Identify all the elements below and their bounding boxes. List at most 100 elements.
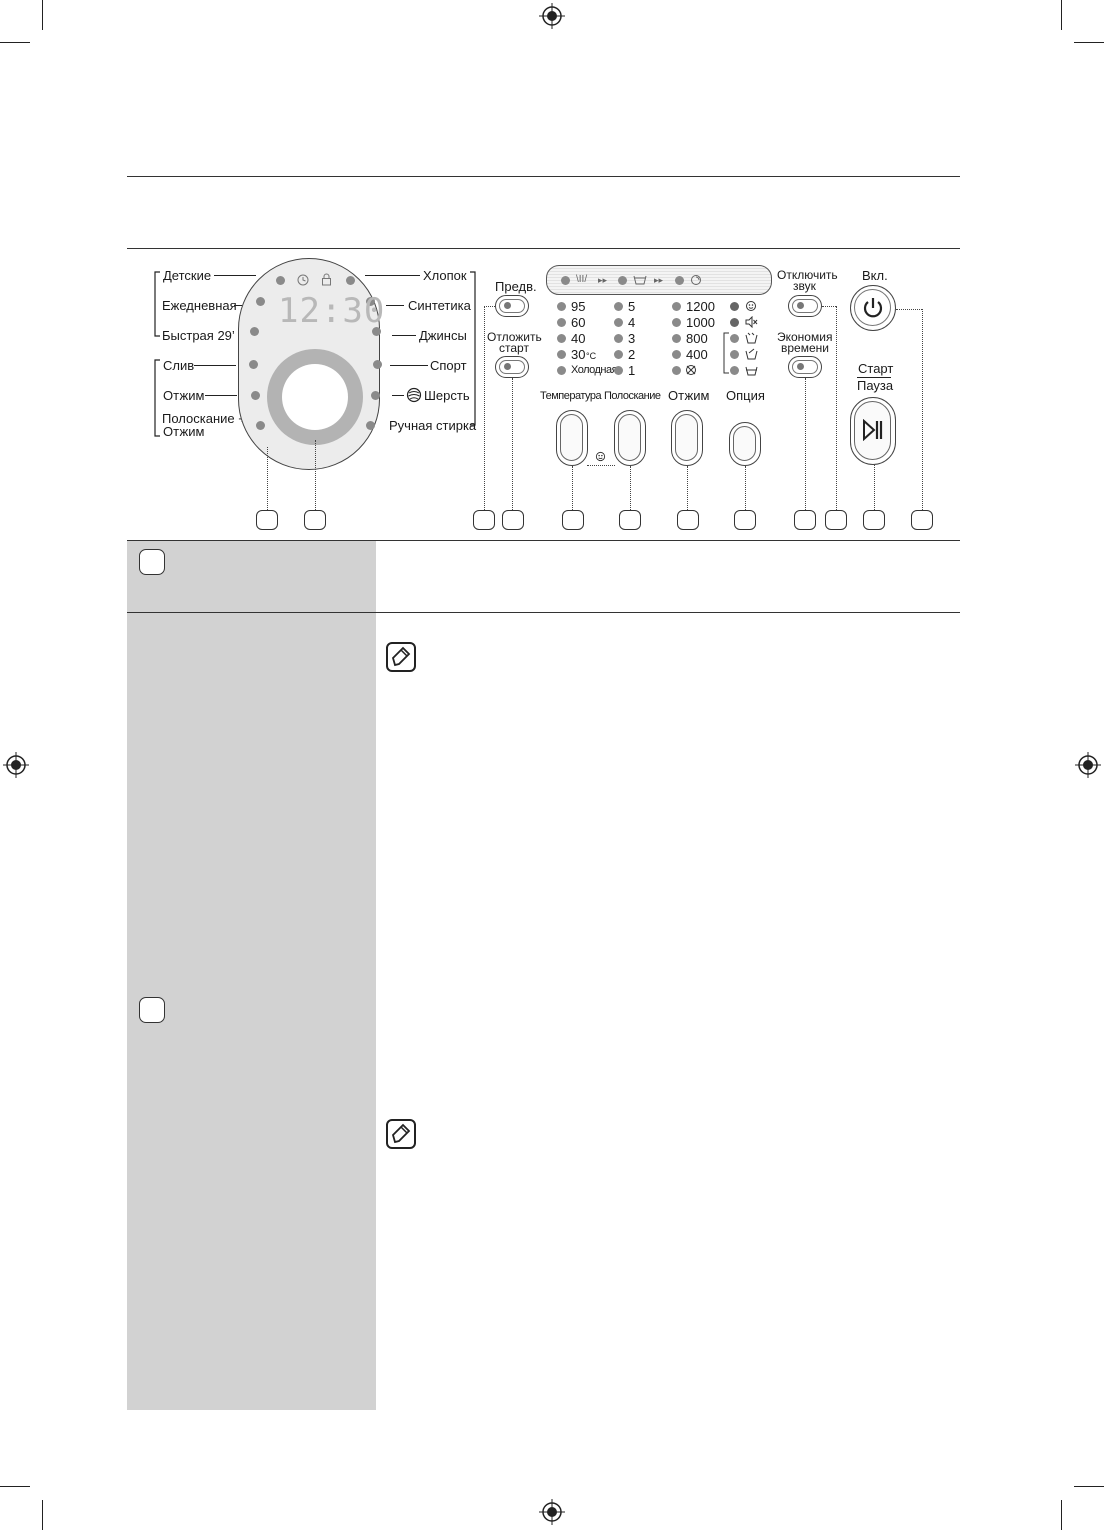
temp-value-40: 40	[571, 331, 586, 346]
registration-mark-icon	[539, 1499, 565, 1525]
program-led	[371, 391, 380, 400]
option-led	[730, 366, 739, 375]
program-led	[276, 276, 285, 285]
temperature-label: Температура	[540, 390, 602, 402]
program-label-wool: Шерсть	[424, 388, 470, 403]
power-icon	[863, 298, 883, 318]
note-icon	[386, 642, 416, 672]
option-led	[730, 350, 739, 359]
program-dial[interactable]	[267, 349, 363, 445]
program-label-synthetics: Синтетика	[408, 298, 471, 313]
delay-start-button[interactable]	[495, 356, 529, 378]
callout-number-box	[304, 510, 326, 530]
table-cell-label	[127, 613, 376, 1410]
start-pause-divider	[857, 377, 891, 378]
rinse-button[interactable]	[614, 410, 646, 466]
crop-mark	[0, 42, 30, 43]
callout-number-box	[502, 510, 524, 530]
spin-value-800: 800	[686, 331, 708, 346]
callout-number-box	[825, 510, 847, 530]
sound-off-button[interactable]	[788, 295, 822, 317]
power-label: Вкл.	[862, 268, 888, 283]
temp-led	[557, 302, 566, 311]
leader-line	[365, 275, 420, 276]
program-led	[372, 327, 381, 336]
temp-led	[557, 350, 566, 359]
note-icon	[386, 1119, 416, 1149]
leader-line	[392, 395, 404, 396]
start-pause-button[interactable]	[850, 397, 896, 465]
table-top-rule	[127, 540, 960, 541]
rinse-led	[614, 366, 623, 375]
crop-mark	[42, 0, 43, 30]
program-label-daily: Ежедневная	[162, 298, 237, 313]
temp-led	[557, 366, 566, 375]
crop-mark	[1074, 42, 1104, 43]
program-led	[256, 297, 265, 306]
callout-leader	[687, 466, 688, 510]
spin-label: Отжим	[668, 388, 710, 403]
crop-mark	[1061, 1500, 1062, 1530]
time-display: 12:30	[278, 291, 386, 331]
callout-leader	[896, 309, 922, 310]
rinse-hold-icon	[745, 366, 758, 376]
registration-mark-icon	[3, 752, 29, 778]
leader-line	[392, 335, 416, 336]
callout-leader	[572, 466, 573, 510]
rinse-label: Полоскание	[604, 390, 661, 402]
table-cell-label	[127, 541, 376, 612]
registration-mark-icon	[1075, 752, 1101, 778]
spin-led	[672, 334, 681, 343]
spin-button[interactable]	[671, 410, 703, 466]
program-led	[366, 297, 375, 306]
prewash-button[interactable]	[495, 295, 529, 317]
callout-number-box	[677, 510, 699, 530]
crop-mark	[1061, 0, 1062, 30]
program-label-drain: Слив	[163, 358, 195, 373]
power-button[interactable]	[850, 285, 896, 331]
program-bracket-right	[470, 271, 476, 426]
rinse-led	[614, 302, 623, 311]
registration-mark-icon	[539, 3, 565, 29]
callout-leader	[874, 465, 875, 510]
temperature-button[interactable]	[556, 410, 588, 466]
temp-value-30: 30	[571, 347, 586, 362]
program-label-rinse-spin: Полоскание +	[162, 411, 246, 426]
callout-number-box	[139, 997, 165, 1023]
rinse-value-4: 4	[628, 315, 636, 330]
callout-number-box	[562, 510, 584, 530]
wool-icon	[406, 387, 422, 403]
temp-value-95: 95	[571, 299, 586, 314]
callout-leader	[805, 378, 806, 510]
option-led	[730, 334, 739, 343]
program-label-spin: Отжим	[163, 388, 205, 403]
link-line	[587, 465, 615, 466]
temp-unit: °C	[586, 351, 597, 361]
delay-start-label-2: старт	[499, 341, 529, 355]
callout-leader	[267, 447, 268, 510]
option-led	[730, 318, 739, 327]
callout-leader	[484, 306, 495, 307]
callout-number-box	[256, 510, 278, 530]
spin-led	[672, 302, 681, 311]
rinse-value-5: 5	[628, 299, 636, 314]
option-button[interactable]	[729, 422, 761, 466]
program-led	[256, 421, 265, 430]
spin-icon	[691, 275, 701, 285]
callout-number-box	[619, 510, 641, 530]
child-lock-icon	[746, 301, 756, 311]
callout-leader	[822, 306, 836, 307]
option-bracket	[723, 332, 729, 374]
progress-led-spin	[675, 276, 684, 285]
play-pause-icon	[863, 419, 883, 441]
callout-leader	[630, 466, 631, 510]
callout-leader	[512, 378, 513, 510]
arrow-icon: ▸▸	[654, 275, 664, 285]
eco-time-button[interactable]	[788, 356, 822, 378]
sound-off-label: Отключить	[777, 268, 838, 282]
callout-number-box	[139, 549, 165, 575]
rinse-value-1: 1	[628, 363, 636, 378]
leader-line	[234, 305, 242, 306]
program-bracket-left	[154, 271, 160, 437]
wash-icon: \II/	[576, 274, 588, 285]
